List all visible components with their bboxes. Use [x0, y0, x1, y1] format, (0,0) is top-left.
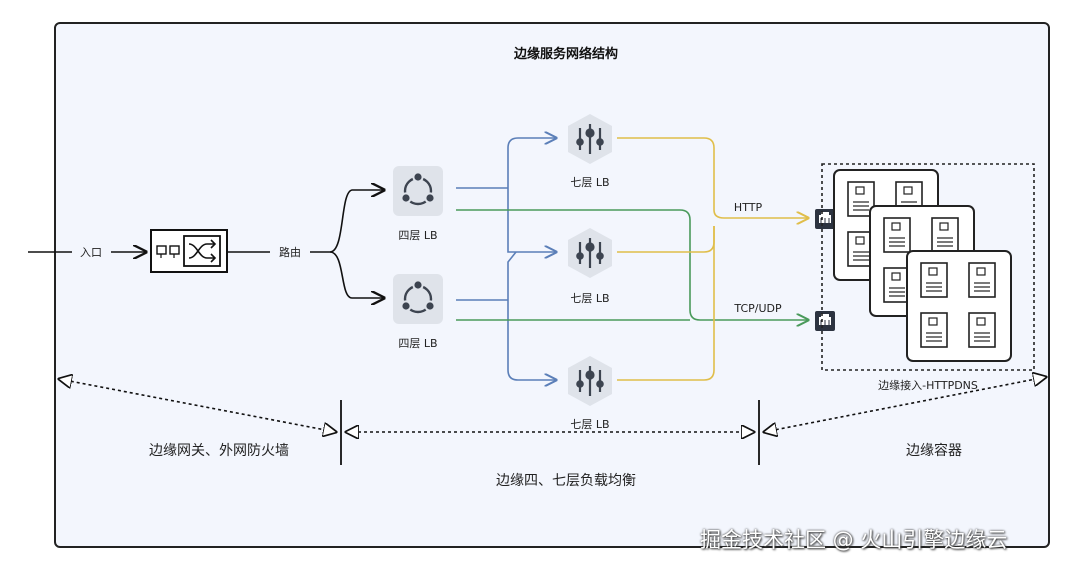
tcp-port-icon	[814, 310, 836, 332]
container-caption: 边缘接入-HTTPDNS	[878, 379, 978, 392]
l7-lb-bottom-icon	[566, 354, 614, 408]
route-to-l4-top	[329, 190, 384, 253]
gateway-span-arrow	[59, 379, 336, 432]
diagram-title: 边缘服务网络结构	[513, 46, 618, 62]
l4-to-l7-links	[456, 138, 556, 380]
http-port-icon	[814, 208, 836, 230]
l7-to-http-links	[617, 137, 808, 381]
l7-lb-top-label: 七层 LB	[570, 176, 609, 189]
gateway-switch-icon	[150, 229, 228, 273]
container-box-3	[907, 251, 1011, 361]
l4-to-tcp-links	[456, 209, 808, 320]
l4-lb-top-icon	[391, 164, 445, 218]
container-group-border	[821, 163, 1035, 371]
http-label: HTTP	[734, 201, 763, 214]
l4-lb-bottom-label: 四层 LB	[398, 337, 437, 350]
route-to-l4-bottom	[329, 251, 384, 298]
entry-label: 入口	[80, 246, 102, 259]
l4-lb-bottom-icon	[391, 272, 445, 326]
tcp-udp-label: TCP/UDP	[733, 302, 782, 315]
zone-label-gateway: 边缘网关、外网防火墙	[149, 443, 289, 459]
l7-lb-bottom-label: 七层 LB	[570, 418, 609, 431]
zone-label-container: 边缘容器	[906, 442, 962, 459]
zone-label-load-balancing: 边缘四、七层负载均衡	[496, 473, 636, 489]
l4-lb-top-label: 四层 LB	[398, 229, 437, 242]
route-label: 路由	[279, 245, 301, 259]
l7-lb-middle-label: 七层 LB	[570, 292, 609, 305]
l7-lb-top-icon	[566, 112, 614, 166]
l7-lb-middle-icon	[566, 226, 614, 280]
watermark: 掘金技术社区 @ 火山引擎边缘云	[700, 528, 1008, 552]
